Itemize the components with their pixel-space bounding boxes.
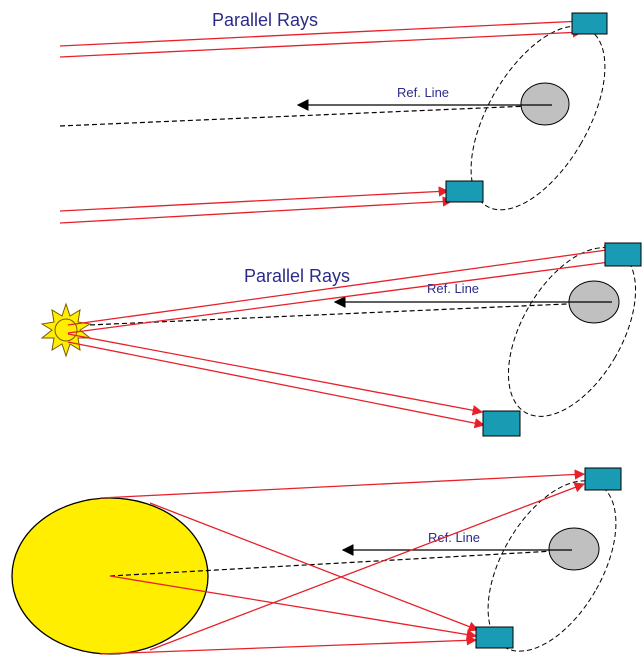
satellite-icon — [445, 180, 484, 203]
ref-line-label: Ref. Line — [428, 530, 480, 545]
ray — [99, 469, 586, 499]
ray — [59, 186, 450, 212]
reference-line-dashed — [65, 301, 613, 327]
ray — [59, 196, 454, 224]
satellite-icon — [604, 242, 642, 267]
ray — [59, 16, 584, 47]
ray — [149, 482, 585, 651]
panel-bottom: Ref. Line — [11, 467, 622, 655]
satellite-icon — [584, 467, 622, 491]
ray — [59, 27, 584, 58]
parallel-rays-label: Parallel Rays — [244, 266, 350, 286]
satellite-icon — [571, 12, 608, 35]
reference-line-dashed — [109, 549, 573, 577]
ray — [67, 333, 484, 416]
panel-top: Ref. Line Parallel Rays — [59, 10, 608, 224]
parallel-rays-label: Parallel Rays — [212, 10, 318, 30]
sun-icon — [40, 302, 92, 358]
ray — [67, 341, 486, 429]
planet-icon — [520, 82, 570, 126]
ray — [67, 245, 616, 326]
satellite-icon — [475, 626, 514, 649]
ref-line-label: Ref. Line — [397, 85, 449, 100]
satellite-icon — [482, 410, 521, 437]
planet-icon — [548, 527, 600, 571]
ray — [67, 254, 642, 334]
ray — [99, 635, 478, 655]
ray — [109, 575, 478, 640]
panel-middle: Ref. Line Parallel Rays — [40, 242, 642, 437]
reference-line-dashed — [59, 104, 553, 127]
ref-line-label: Ref. Line — [427, 281, 479, 296]
ray — [149, 502, 479, 632]
